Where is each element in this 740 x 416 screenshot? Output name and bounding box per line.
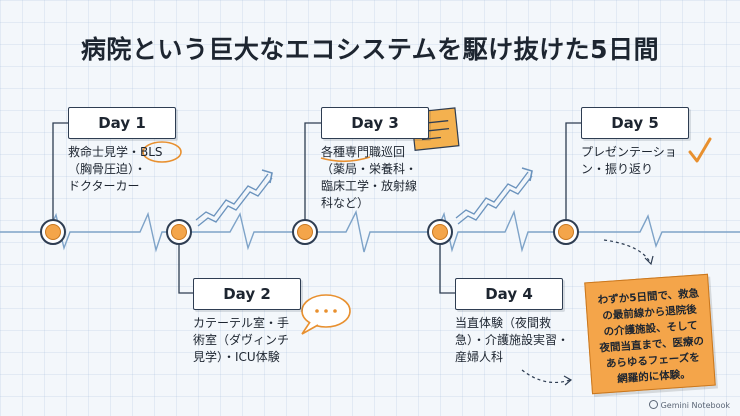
speech-bubble-icon bbox=[301, 294, 351, 335]
description-line: 見学）・ICU体験 bbox=[193, 350, 280, 364]
brand-name: Gemini Notebook bbox=[660, 401, 730, 410]
day3-description: 各種専門職巡回 （薬局・栄養科・ 臨床工学・放射線 科など） bbox=[321, 144, 417, 212]
highlight-underline bbox=[320, 156, 371, 163]
day1-label: Day 1 bbox=[68, 107, 176, 139]
description-line: 各種専門職巡回 bbox=[321, 145, 406, 159]
node-day5 bbox=[553, 219, 579, 245]
connector-day5 bbox=[565, 122, 581, 232]
node-day1 bbox=[40, 219, 66, 245]
description-line: （薬局・栄養科・ bbox=[321, 162, 418, 176]
brand-logo-icon bbox=[648, 400, 658, 409]
timeline-nodes bbox=[40, 219, 579, 245]
description-line: ドクターカー bbox=[68, 179, 140, 193]
trend-arrow-icon bbox=[195, 169, 273, 227]
day2-description: カテーテル室・手 術室（ダヴィンチ 見学）・ICU体験 bbox=[193, 315, 289, 366]
summary-note: わずか5日間で、救急 の最前線から退院後 の介護施設、そして 夜間当直まで、医療… bbox=[584, 273, 716, 395]
node-day2 bbox=[166, 219, 192, 245]
connector-day4 bbox=[439, 232, 455, 294]
node-day4 bbox=[427, 219, 453, 245]
description-line: 臨床工学・放射線 bbox=[321, 179, 418, 193]
description-line: ン・振り返り bbox=[581, 162, 654, 176]
description-line: 救命士見学・BLS bbox=[68, 145, 163, 159]
trend-arrow-icon bbox=[455, 167, 533, 225]
connectors bbox=[52, 122, 581, 294]
node-day3 bbox=[292, 219, 318, 245]
day4-description: 当直体験（夜間救 急）・介護施設実習・ 産婦人科 bbox=[455, 315, 569, 366]
description-line: 当直体験（夜間救 bbox=[455, 316, 552, 330]
day3-label: Day 3 bbox=[321, 107, 429, 139]
day5-description: プレゼンテーショ ン・振り返り bbox=[581, 144, 677, 178]
day2-label: Day 2 bbox=[193, 278, 301, 310]
description-line: 術室（ダヴィンチ bbox=[193, 333, 290, 347]
summary-note-text: わずか5日間で、救急 の最前線から退院後 の介護施設、そして 夜間当直まで、医療… bbox=[594, 285, 708, 388]
brand-watermark: Gemini Notebook bbox=[648, 400, 730, 410]
day5-label: Day 5 bbox=[581, 107, 689, 139]
day1-description: 救命士見学・BLS （胸骨圧迫）・ ドクターカー bbox=[68, 144, 163, 195]
connector-day1 bbox=[52, 122, 68, 232]
check-mark-icon bbox=[688, 137, 712, 163]
description-line: 急）・介護施設実習・ bbox=[455, 333, 570, 347]
description-line: プレゼンテーショ bbox=[581, 145, 677, 159]
page-title: 病院という巨大なエコシステムを駆け抜けた5日間 bbox=[80, 35, 660, 64]
connector-day3 bbox=[304, 122, 321, 232]
dashed-arrow-icon bbox=[603, 239, 651, 263]
description-line: （胸骨圧迫）・ bbox=[68, 162, 147, 176]
description-line: 科など） bbox=[321, 196, 370, 210]
description-line: 産婦人科 bbox=[455, 350, 504, 364]
highlight-circle-bls bbox=[142, 141, 182, 163]
connector-day2 bbox=[178, 232, 193, 294]
description-line: カテーテル室・手 bbox=[193, 316, 290, 330]
day4-label: Day 4 bbox=[455, 278, 563, 310]
dashed-arrow-icon bbox=[521, 369, 571, 383]
